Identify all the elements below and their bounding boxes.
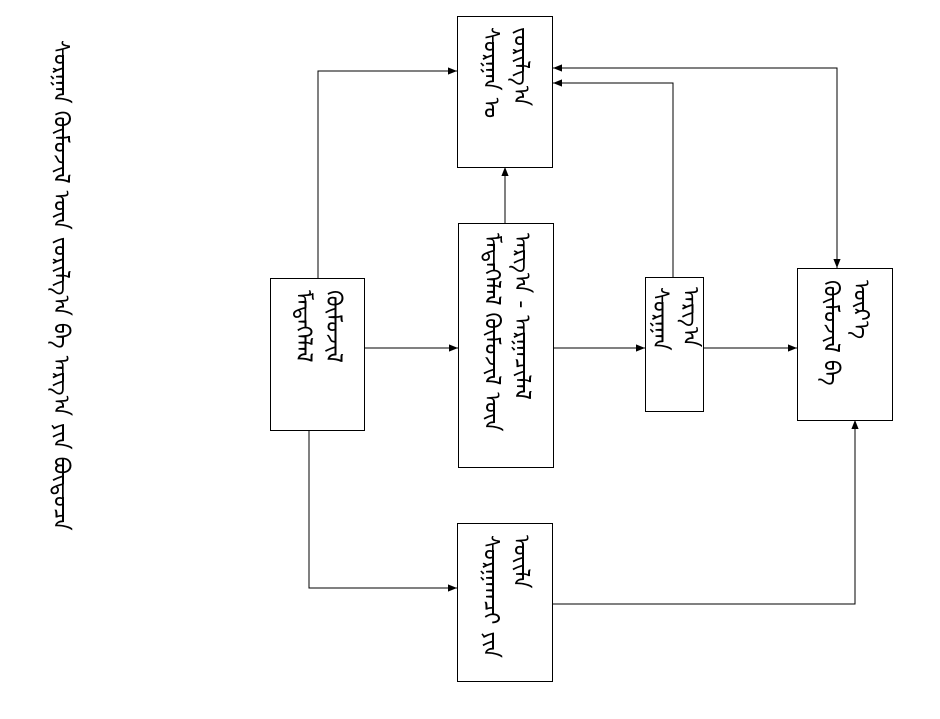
box-middle-right-label: ᠰᠤᠷᠭᠠᠨ ᠠᠷᠭ᠎ᠠ xyxy=(647,287,703,358)
arrow-middle-right-to-top xyxy=(553,79,674,277)
box-right: ᠬᠦᠮᠦᠵᠢᠯ ᠪᠠ ᠦᠷ᠎ᠡ xyxy=(797,268,893,421)
diagram-title: ᠰᠤᠷᠭᠠᠨ ᠬᠦᠮᠦᠵᠢᠯ ᠦᠨ ᠵᠣᠷᠢᠯᠭ᠎ᠠ ᠪᠠ ᠠᠷᠭ᠎ᠠ ᠶᠢᠨ … xyxy=(48,40,73,531)
arrow-bottom-to-right xyxy=(552,420,859,605)
arrow-left-to-bottom xyxy=(308,430,457,592)
box-right-label: ᠬᠦᠮᠦᠵᠢᠯ ᠪᠠ ᠦᠷ᠎ᠡ xyxy=(818,279,873,393)
box-center-label: ᠮᠡᠳᠡᠭᠡᠯᠡᠯ ᠬᠦᠮᠦᠵᠢᠯ ᠦᠨ ᠠᠷᠭ᠎ᠠ - ᠠᠷᠭᠠᠴᠢᠯᠠᠯ xyxy=(479,233,534,439)
box-top-label: ᠰᠤᠷᠭᠠᠨ ᠤ ᠵᠣᠷᠢᠯᠭ᠎ᠠ xyxy=(478,27,533,126)
box-bottom-label: ᠰᠤᠷᠭᠠᠭᠴᠢ ᠶᠢᠨ ᠦᠢᠯᠡ xyxy=(478,535,533,666)
box-middle-right: ᠰᠤᠷᠭᠠᠨ ᠠᠷᠭ᠎ᠠ xyxy=(645,277,704,412)
arrow-left-to-top xyxy=(317,67,457,278)
box-left-label: ᠮᠡᠳᠡᠭᠡᠯᠡᠯ ᠬᠦᠮᠦᠵᠢᠯ xyxy=(290,289,346,369)
arrow-top-right-bidirectional xyxy=(553,64,841,268)
box-bottom: ᠰᠤᠷᠭᠠᠭᠴᠢ ᠶᠢᠨ ᠦᠢᠯᠡ xyxy=(457,523,553,682)
box-left: ᠮᠡᠳᠡᠭᠡᠯᠡᠯ ᠬᠦᠮᠦᠵᠢᠯ xyxy=(270,278,365,431)
box-top: ᠰᠤᠷᠭᠠᠨ ᠤ ᠵᠣᠷᠢᠯᠭ᠎ᠠ xyxy=(457,16,553,168)
box-center: ᠮᠡᠳᠡᠭᠡᠯᠡᠯ ᠬᠦᠮᠦᠵᠢᠯ ᠦᠨ ᠠᠷᠭ᠎ᠠ - ᠠᠷᠭᠠᠴᠢᠯᠠᠯ xyxy=(458,223,554,468)
